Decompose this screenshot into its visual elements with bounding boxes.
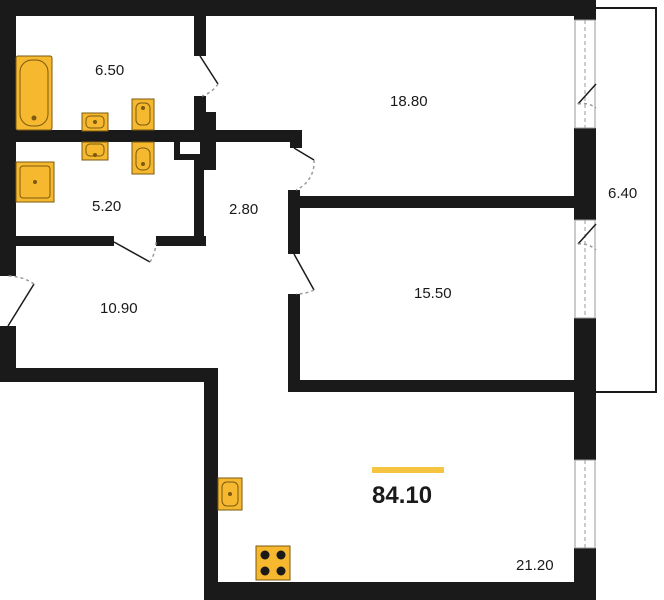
wall-hall-bottom (0, 368, 216, 382)
total-area-accent-bar (372, 467, 444, 473)
wall-kitchen-bottom (204, 582, 596, 600)
area-label-bathroom: 6.50 (95, 62, 124, 79)
door-entrance (7, 275, 35, 327)
door-balcony-top (577, 83, 597, 109)
bathtub-icon (15, 55, 53, 131)
wall-corridor-top (200, 130, 300, 142)
wall-corridor-right (290, 140, 300, 148)
wall-bath-wc (10, 130, 214, 142)
wall-right-lower (574, 318, 596, 460)
door-balcony-middle (577, 223, 597, 251)
walls (0, 0, 596, 600)
wall-bath-right-upper (194, 0, 206, 56)
wall-wc-right (194, 160, 204, 246)
area-label-kitchen: 21.20 (516, 557, 554, 574)
wall-room-partition (288, 196, 580, 208)
sink-icon (131, 98, 155, 131)
wall-wc-bottom-left (10, 236, 114, 246)
door-room-middle (293, 253, 315, 295)
fixtures (15, 55, 291, 581)
wall-top (0, 0, 590, 16)
kitchen-sink-icon (217, 477, 243, 511)
wall-room-mid-left-lower (288, 294, 300, 392)
wall-notch-h (174, 154, 204, 160)
wall-wc-bottom-right (156, 236, 206, 246)
wall-left-upper (0, 0, 16, 276)
balcony (596, 7, 657, 393)
door-wc (113, 239, 157, 263)
stove-icon (255, 545, 291, 581)
area-label-room-top: 18.80 (390, 93, 428, 110)
windows (574, 19, 596, 549)
wall-right-bottom (574, 548, 596, 598)
total-area: 84.10 (372, 482, 432, 509)
area-label-balcony: 6.40 (608, 185, 637, 202)
area-label-room-middle: 15.50 (414, 285, 452, 302)
sink-icon (81, 141, 109, 161)
sink-icon (15, 161, 55, 203)
door-room-top (293, 147, 315, 191)
wall-right-top (574, 0, 596, 20)
wall-kitchen-left (204, 368, 218, 600)
toilet-icon (131, 141, 155, 175)
area-label-corridor: 2.80 (229, 201, 258, 218)
area-label-hall: 10.90 (100, 300, 138, 317)
sink-icon (81, 112, 109, 132)
balcony-outline (596, 7, 657, 393)
wall-notch-v (174, 140, 180, 160)
doors (7, 55, 597, 327)
wall-room-mid-bottom (288, 380, 580, 392)
area-label-wc: 5.20 (92, 198, 121, 215)
door-bath (199, 55, 219, 97)
